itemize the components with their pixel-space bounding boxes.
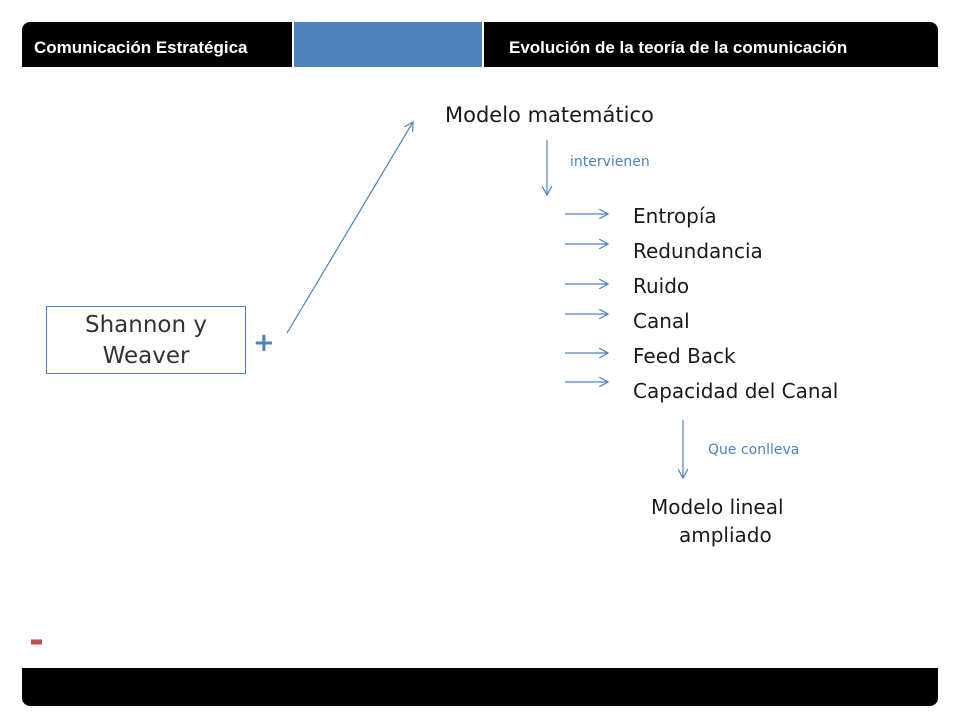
origin-node-line-2: Weaver — [102, 343, 190, 369]
result-node-line-2: ampliado — [679, 523, 772, 547]
origin-node-line-1: Shannon y — [85, 312, 207, 338]
component-item: Ruido — [633, 274, 690, 298]
main-node-label: Modelo matemático — [445, 103, 654, 127]
connector-label-que-conlleva: Que conlleva — [708, 442, 800, 458]
result-node-label: Modelo lineal ampliado — [651, 493, 784, 549]
connector-label-intervienen: intervienen — [570, 154, 650, 170]
result-node-line-1: Modelo lineal — [651, 495, 784, 519]
component-list: Entropía Redundancia Ruido Canal Feed Ba… — [633, 202, 838, 412]
minus-symbol: - — [29, 620, 44, 661]
origin-node-box: Shannon y Weaver — [46, 306, 246, 374]
header-right-title: Evolución de la teoría de la comunicació… — [509, 38, 848, 57]
component-item: Capacidad del Canal — [633, 379, 839, 403]
header-left-title: Comunicación Estratégica — [34, 38, 248, 57]
component-item: Entropía — [633, 204, 717, 228]
component-item: Redundancia — [633, 239, 763, 263]
header-bar: Comunicación Estratégica Evolución de la… — [22, 22, 938, 67]
header-accent-block — [292, 22, 484, 67]
component-item: Feed Back — [633, 344, 736, 368]
component-item: Canal — [633, 309, 690, 333]
arrow-to-main-node — [286, 122, 413, 334]
plus-symbol: + — [253, 328, 275, 358]
footer-bar — [22, 668, 938, 706]
